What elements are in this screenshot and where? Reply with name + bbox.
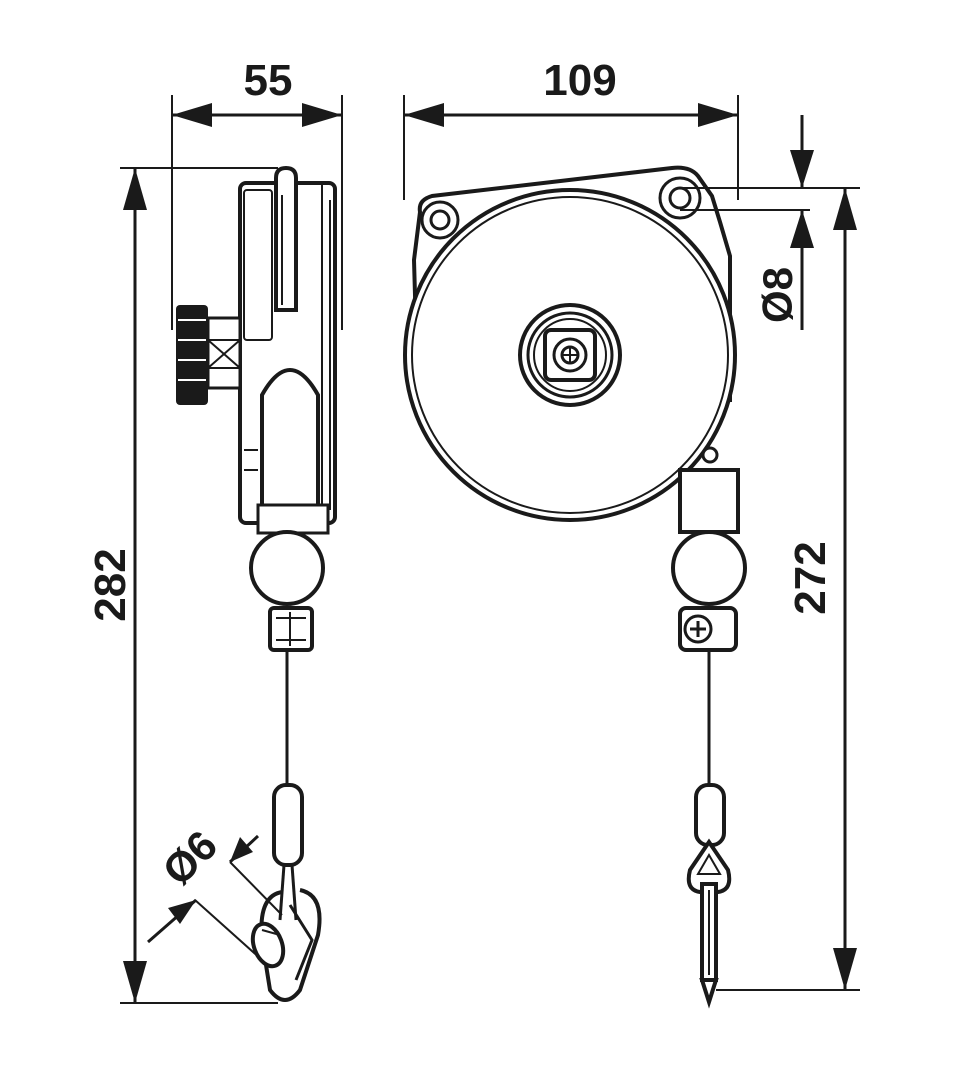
ferrule-side <box>272 783 304 867</box>
cable-outlet <box>678 468 740 534</box>
ball-stopper-front <box>671 530 747 606</box>
ball-stopper-side <box>249 530 325 606</box>
front-view: 109 <box>403 56 860 1009</box>
housing-side <box>238 165 337 535</box>
dimension-width-front: 109 <box>403 56 739 200</box>
dimension-height-side: 282 <box>86 167 278 1004</box>
dimension-label-282: 282 <box>86 548 135 621</box>
dimension-label-109: 109 <box>543 56 616 105</box>
snap-hook-side <box>250 864 322 1002</box>
drum-housing <box>403 188 737 522</box>
dimension-label-272: 272 <box>786 541 835 614</box>
dimension-label-cable: Ø6 <box>153 821 226 894</box>
dimension-height-front: 272 <box>700 187 860 991</box>
ferrule-front <box>694 783 726 847</box>
dimension-label-55: 55 <box>244 56 293 105</box>
snap-hook-front <box>686 838 732 1009</box>
side-view: 55 282 <box>86 56 343 1004</box>
dimension-hole-diameter: Ø8 <box>680 115 814 330</box>
tension-knob <box>176 305 242 405</box>
cable-clamp-front <box>678 606 738 652</box>
dimension-label-hole: Ø8 <box>754 267 801 323</box>
cable-clamp-side <box>268 606 314 652</box>
dimension-width-side: 55 <box>171 56 343 330</box>
